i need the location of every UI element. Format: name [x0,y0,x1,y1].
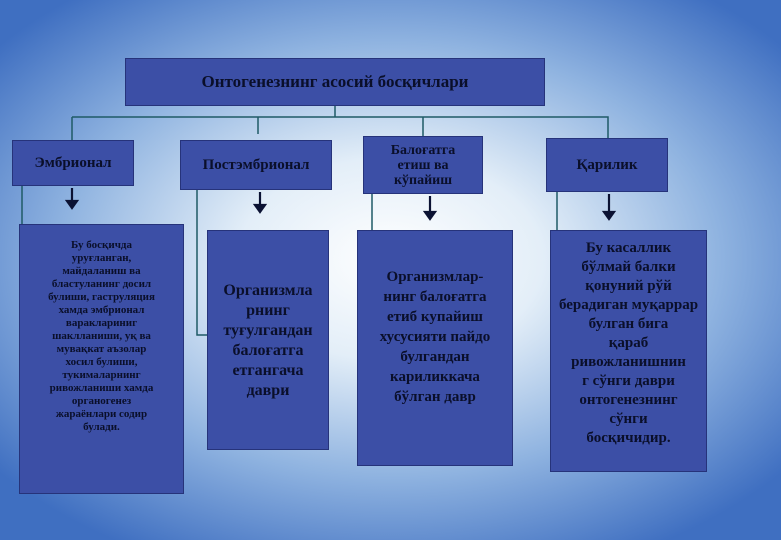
description-postembryonic: Организмла рнинг туғулгандан балоғатга е… [207,230,329,450]
stage-postembryonic-label: Постэмбрионал [202,156,310,173]
description-embryonic: Бу босқичда уруғланган, майдаланиш ва бл… [19,224,184,494]
description-old-age-text: Бу касаллик бўлмай балки қонуний рўй бер… [558,240,699,446]
stage-embryonic-label: Эмбрионал [34,154,112,171]
stage-maturity: Балоғатга етиш ва кўпайиш [363,136,483,194]
description-maturity: Организмлар- нинг балоғатга етиб купайиш… [357,230,513,466]
description-embryonic-text: Бу босқичда уруғланган, майдаланиш ва бл… [48,239,155,433]
diagram-title: Онтогенезнинг асосий босқичлари [125,58,545,106]
description-maturity-text: Организмлар- нинг балоғатга етиб купайиш… [379,269,491,405]
description-postembryonic-text: Организмла рнинг туғулгандан балоғатга е… [223,282,313,399]
stage-old-age: Қарилик [546,138,668,192]
stage-postembryonic: Постэмбрионал [180,140,332,190]
stage-embryonic: Эмбрионал [12,140,134,186]
description-old-age: Бу касаллик бўлмай балки қонуний рўй бер… [550,230,707,472]
stage-maturity-label: Балоғатга етиш ва кўпайиш [390,142,456,188]
stage-old-age-label: Қарилик [576,156,638,173]
diagram-title-text: Онтогенезнинг асосий босқичлари [201,72,469,91]
